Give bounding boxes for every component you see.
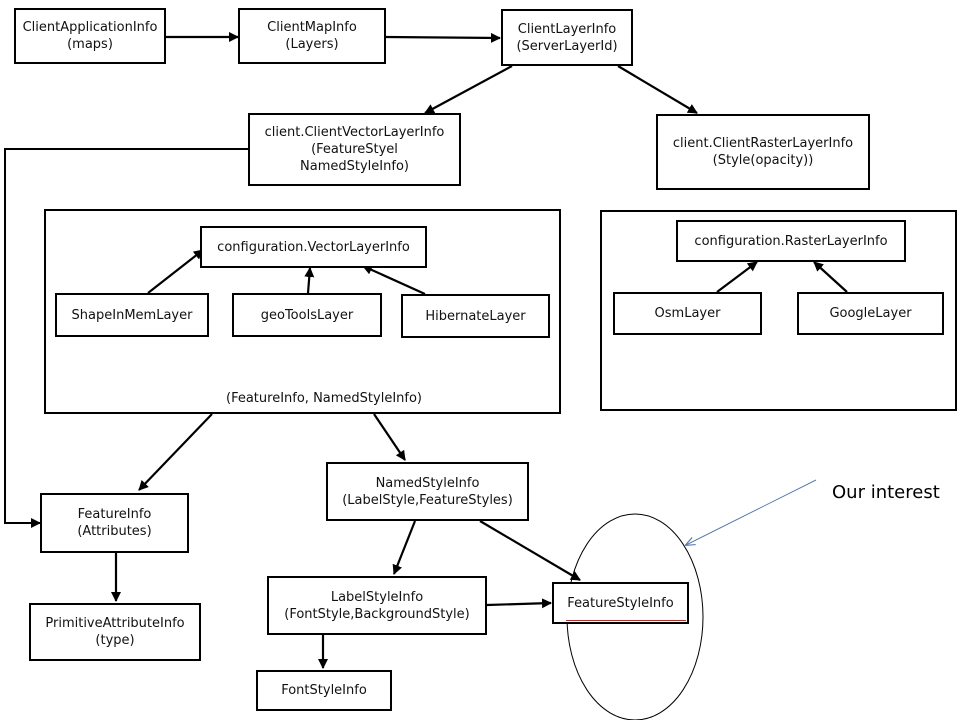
client-raster-layer-info-box: client.ClientRasterLayerInfo (Style(opaci… [656,114,870,190]
node-text-line: NamedStyleInfo) [300,159,409,174]
node-text-line: client.ClientRasterLayerInfo [672,136,854,151]
node-text-line: configuration.RasterLayerInfo [694,233,888,249]
node-text-line: ShapeInMemLayer [71,307,193,323]
named-style-info-box: NamedStyleInfo(LabelStyle,FeatureStyles) [326,462,529,521]
feature-info-box: FeatureInfo (Attributes) [40,493,189,553]
node-text-line: (Layers) [285,37,339,52]
vector-group-caption: (FeatureInfo, NamedStyleInfo) [226,391,422,406]
node-text-line: (FontStyle,BackgroundStyle) [284,606,470,622]
node-text-line: FeatureStyleInfo [567,595,674,611]
node-text-line: (FeatureStyel [311,142,398,157]
node-text-line: LabelStyleInfo [330,589,424,605]
client-vector-layer-info-box: client.ClientVectorLayerInfo (FeatureStye… [248,113,461,186]
node-text-line: (ServerLayerId) [516,38,618,54]
edge-group-namedstyle [373,413,406,461]
node-text-line: ClientLayerInfo [517,21,617,37]
feature-style-info-box: FeatureStyleInfo [552,582,689,624]
node-text-line: FontStyleInfo [281,683,367,698]
edge-namedstyle-featurestyle [479,520,581,581]
node-text-line: configuration.VectorLayerInfo [217,239,410,255]
vector-layer-group: (FeatureInfo, NamedStyleInfo) [44,209,561,414]
node-text-line: PrimitiveAttributeInfo [45,616,185,631]
font-style-info-box: FontStyleInfo [256,670,392,711]
hibernate-layer-box: HibernateLayer [401,294,550,338]
node-text-line: HibernateLayer [425,308,526,324]
edge-labelstyle-featurestyle [486,598,552,609]
edge-layerinfo-vector [424,65,513,114]
client-map-info-box: ClientMapInfo (Layers) [238,8,386,64]
node-text-line: (Style(opacity)) [712,153,814,168]
client-layer-info-box: ClientLayerInfo(ServerLayerId) [501,9,633,66]
osm-layer-box: OsmLayer [613,292,762,335]
annotation-label: Our interest [832,482,940,503]
primitive-attribute-info-box: PrimitiveAttributeInfo (type) [29,603,201,661]
edge-shape-vectorinfo [147,249,204,294]
edge-namedstyle-labelstyle [392,520,417,575]
annotation-pointer [686,479,817,545]
node-text-line: client.ClientVectorLayerInfo [264,125,445,140]
edge-geotools-vectorinfo [304,267,315,294]
edge-hibernate-vectorinfo [362,264,426,296]
configuration-raster-layer-info-box: configuration.RasterLayerInfo [676,220,906,262]
node-text-line: NamedStyleInfo [375,475,480,491]
node-text-line: (Attributes) [77,524,152,539]
edge-osm-rasterinfo [716,261,758,293]
node-text-line: OsmLayer [654,306,721,321]
shape-in-mem-layer-box: ShapeInMemLayer [55,293,209,337]
edge-google-rasterinfo [813,261,848,293]
raster-layer-group [600,210,957,411]
client-application-info-box: ClientApplicationInfo (maps) [14,8,166,64]
node-text-line: ClientMapInfo [267,20,357,35]
configuration-vector-layer-info-box: configuration.VectorLayerInfo [200,226,427,268]
label-style-info-box: LabelStyleInfo(FontStyle,BackgroundStyle… [267,576,487,635]
node-text-line: (LabelStyle,FeatureStyles) [342,492,513,508]
edge-layerinfo-raster [617,65,698,114]
node-text-line: (type) [95,633,135,648]
feature-style-info-underline [566,620,686,621]
google-layer-box: GoogleLayer [797,292,944,335]
edge-mapinfo-layerinfo [385,32,501,43]
node-text-line: ClientApplicationInfo [22,20,158,35]
node-text-line: FeatureInfo [77,507,152,522]
edge-group-featureinfo [138,413,213,491]
node-text-line: (maps) [67,37,113,52]
node-text-line: geoToolsLayer [260,307,354,323]
node-text-line: GoogleLayer [829,306,912,321]
geo-tools-layer-box: geoToolsLayer [232,293,382,337]
edge-vector-featureinfo [4,148,248,528]
